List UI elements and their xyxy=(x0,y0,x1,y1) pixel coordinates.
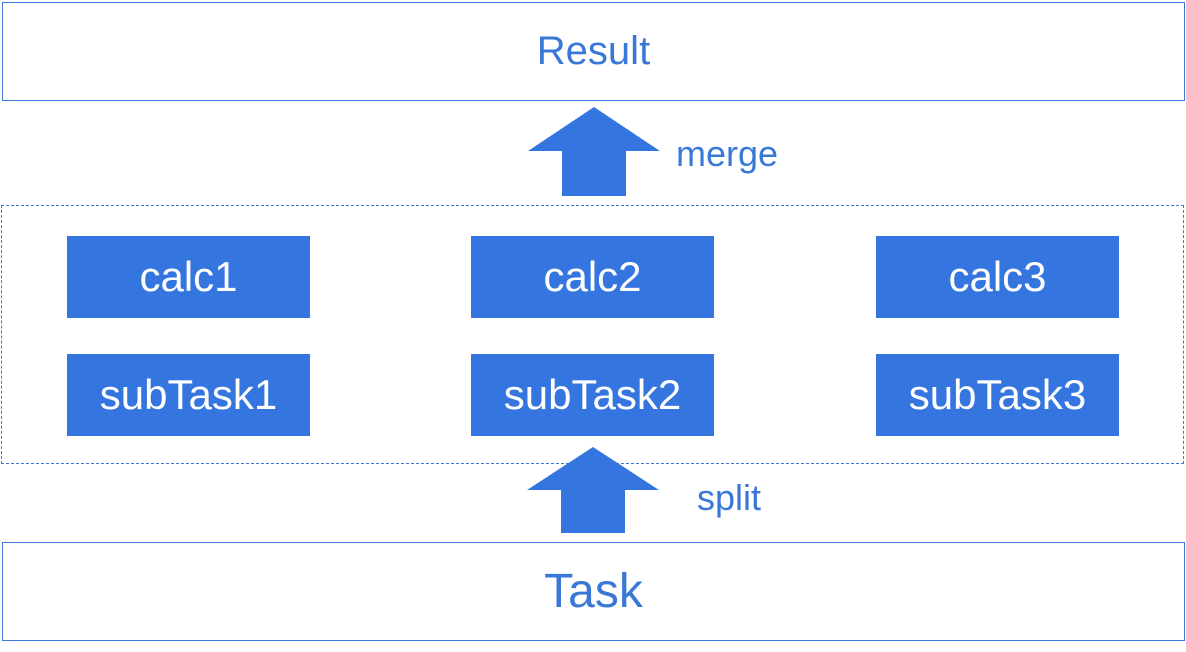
subtask1-label: subTask1 xyxy=(99,371,278,418)
subtask2-box: subTask2 xyxy=(471,354,714,436)
calc1-label: calc1 xyxy=(139,253,238,300)
calc1-box: calc1 xyxy=(67,236,310,318)
calc3-box: calc3 xyxy=(876,236,1119,318)
calc2-label: calc2 xyxy=(543,253,642,300)
merge-label: merge xyxy=(676,133,779,174)
task-label: Task xyxy=(544,565,643,618)
subtask3-label: subTask3 xyxy=(908,371,1087,418)
split-label: split xyxy=(697,477,762,518)
result-box: Result xyxy=(2,2,1185,101)
calc3-label: calc3 xyxy=(948,253,1047,300)
merge-arrow-icon xyxy=(528,107,660,196)
subtask2-label: subTask2 xyxy=(503,371,682,418)
subtask1-box: subTask1 xyxy=(67,354,310,436)
subtask3-box: subTask3 xyxy=(876,354,1119,436)
split-arrow-icon xyxy=(527,447,659,533)
task-box: Task xyxy=(2,542,1185,641)
result-label: Result xyxy=(536,29,651,73)
calc2-box: calc2 xyxy=(471,236,714,318)
